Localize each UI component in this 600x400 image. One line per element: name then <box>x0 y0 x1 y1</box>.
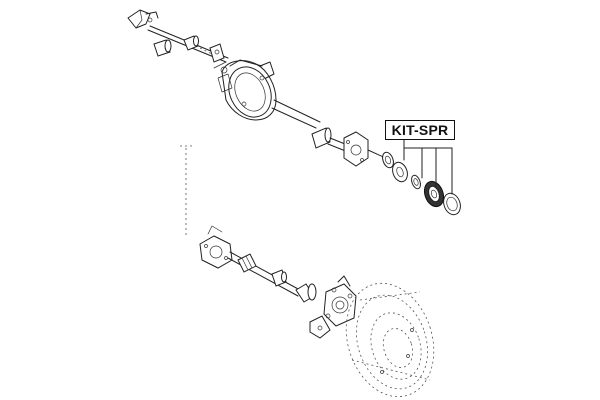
upper-spacer <box>153 39 172 57</box>
kit-seal <box>411 174 421 190</box>
lower-bush <box>271 269 287 287</box>
upper-yoke <box>127 9 159 29</box>
kit-outer-ring <box>443 192 461 216</box>
middle-flange <box>343 131 369 167</box>
middle-shaft-assembly <box>311 127 391 167</box>
alignment-guides <box>180 145 192 236</box>
upper-shaft-assembly <box>127 9 229 63</box>
kit-leader-lines <box>403 139 453 195</box>
kit-washer <box>392 161 408 183</box>
kit-bearing <box>423 180 445 208</box>
lower-hub <box>295 283 317 303</box>
upper-flange-small <box>209 43 225 63</box>
lower-shaft-assembly <box>199 225 357 339</box>
lower-spline <box>237 253 257 273</box>
middle-bush <box>311 127 332 149</box>
bearing-kit <box>382 151 461 216</box>
part-label-kit-spr: KIT-SPR <box>385 120 455 140</box>
lower-yoke <box>309 315 331 339</box>
hub-flange <box>323 275 357 327</box>
kit-small-ring <box>382 151 394 169</box>
lower-flange <box>199 225 233 269</box>
differential-housing <box>213 59 321 129</box>
upper-bush <box>183 35 199 51</box>
